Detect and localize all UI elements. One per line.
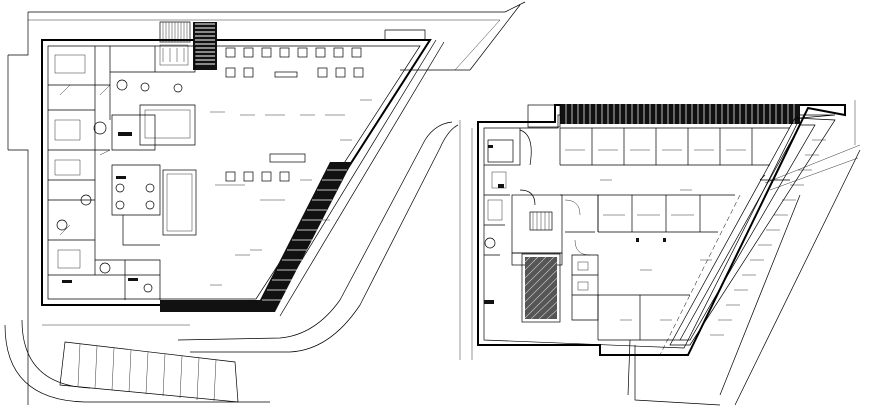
- site-line-south: [627, 339, 721, 406]
- east-wing: [659, 117, 836, 356]
- road-edge-inner: [21, 319, 91, 389]
- roof-band: [527, 104, 800, 128]
- service-rooms: [48, 44, 196, 300]
- fixture-mark: [484, 300, 494, 304]
- atrium-side-rooms: [571, 254, 599, 321]
- curb-line-inner: [177, 121, 453, 341]
- site-boundary-west: [7, 12, 29, 405]
- dimension-ticks: [210, 99, 372, 286]
- site-boundary-inner: [28, 19, 501, 71]
- offices-upper: [559, 127, 790, 166]
- column-mark: [636, 238, 639, 242]
- building-outline: [41, 39, 432, 306]
- building-inner-wall: [47, 45, 421, 300]
- right-building-inner: [483, 114, 836, 349]
- main-stair: [159, 21, 217, 70]
- curb-line-outer: [190, 124, 459, 353]
- hatched-atrium: [521, 253, 561, 323]
- site-line-ne: [764, 100, 861, 191]
- column-mark: [663, 238, 666, 242]
- right-dimension-ticks: [600, 179, 712, 321]
- left-floor-plan: [4, 1, 526, 405]
- right-building-outline: [477, 104, 846, 356]
- hall-furniture: [210, 47, 364, 266]
- entry-notch: [384, 29, 426, 40]
- parking-stalls: [59, 341, 239, 403]
- road-edge-outer: [4, 324, 270, 403]
- courtyard: [162, 169, 197, 236]
- site-line-east: [719, 149, 861, 406]
- offices-lower: [597, 194, 735, 341]
- courtyard-inner: [166, 173, 193, 232]
- central-core: [511, 194, 599, 266]
- ramp: [160, 162, 352, 312]
- site-boundary-north: [28, 1, 526, 71]
- site-line-west: [459, 120, 473, 360]
- facade-lines: [269, 39, 445, 317]
- right-service-block: [484, 128, 536, 256]
- right-floor-plan: [459, 100, 861, 406]
